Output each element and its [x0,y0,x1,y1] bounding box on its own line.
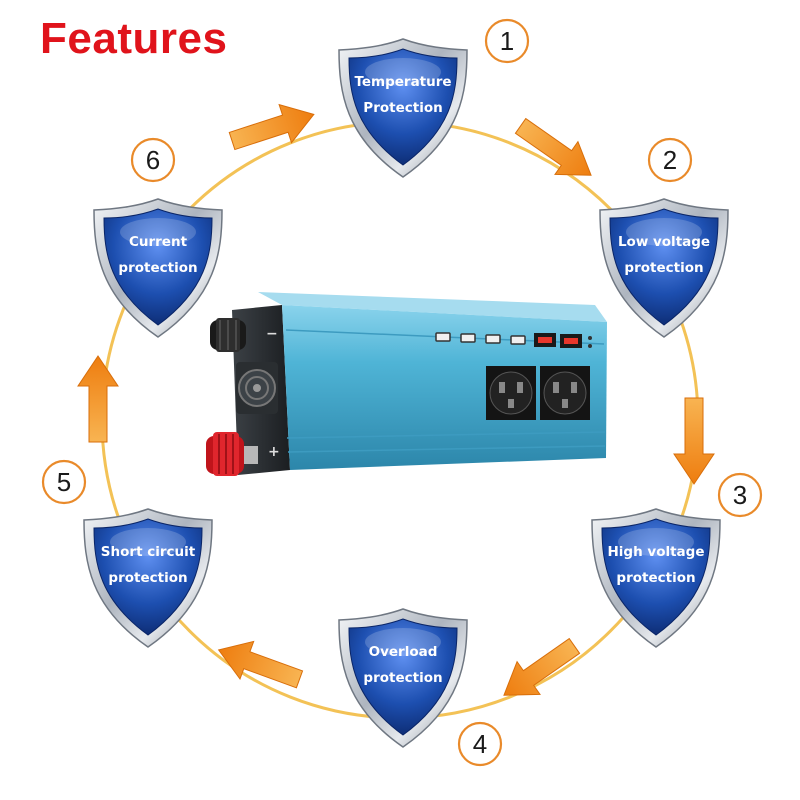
feature-label-line1: Temperature [354,74,451,90]
arrows-group [77,103,715,696]
shield-face [348,618,458,736]
feature-label-line2: protection [616,570,695,586]
shield-feature-4: Overload protection [338,608,468,748]
feature-number-label: 2 [663,145,677,175]
feature-label-line2: protection [363,670,442,686]
feature-label-line1: Low voltage [618,234,710,250]
feature-number-label: 3 [733,480,747,510]
feature-label-line1: High voltage [608,544,705,560]
power-inverter-device: − + [206,292,607,476]
shield-feature-3: High voltage protection [591,508,721,648]
usb-port-icon [460,333,476,343]
plus-label: + [268,444,280,460]
flow-arrow-icon [673,397,715,485]
usb-port-icon [435,332,451,342]
feature-label-line2: Protection [363,100,442,116]
feature-number-2: 2 [647,137,693,183]
usb-ports [435,332,526,345]
feature-number-4: 4 [457,721,503,767]
cooling-fan-icon [236,362,278,414]
flow-arrow-icon [503,637,581,696]
feature-number-6: 6 [130,137,176,183]
flow-arrow-icon [217,640,304,689]
feature-number-5: 5 [41,459,87,505]
shield-feature-6: Current protection [93,198,223,338]
flow-arrow-icon [514,117,592,176]
feature-number-label: 1 [500,26,514,56]
positive-terminal [206,432,258,476]
page-title: Features [40,14,228,63]
feature-label-line1: Short circuit [101,544,196,560]
feature-label-line2: protection [108,570,187,586]
device-top-face [258,292,607,322]
usb-port-icon [485,334,501,344]
flow-arrow-icon [228,103,315,151]
shield-face [609,208,719,326]
feature-number-1: 1 [484,18,530,64]
shield-face [601,518,711,636]
feature-number-label: 4 [473,729,487,759]
negative-terminal [210,318,246,352]
feature-number-label: 6 [146,145,160,175]
shield-face [103,208,213,326]
minus-label: − [266,326,278,342]
shield-feature-2: Low voltage protection [599,198,729,338]
feature-number-3: 3 [717,472,763,518]
feature-label-line1: Overload [369,644,438,660]
ac-socket-right [540,366,590,420]
feature-label-line2: protection [118,260,197,276]
shield-face [348,48,458,166]
flow-arrow-icon [77,355,119,443]
feature-number-label: 5 [57,467,71,497]
shield-face [93,518,203,636]
feature-label-line1: Current [129,234,188,250]
numbers-group: 1 2 3 4 5 6 [41,18,763,767]
ac-socket-left [486,366,536,420]
shield-feature-5: Short circuit protection [83,508,213,648]
usb-port-icon [510,335,526,345]
device-front-face [282,305,607,470]
feature-label-line2: protection [624,260,703,276]
